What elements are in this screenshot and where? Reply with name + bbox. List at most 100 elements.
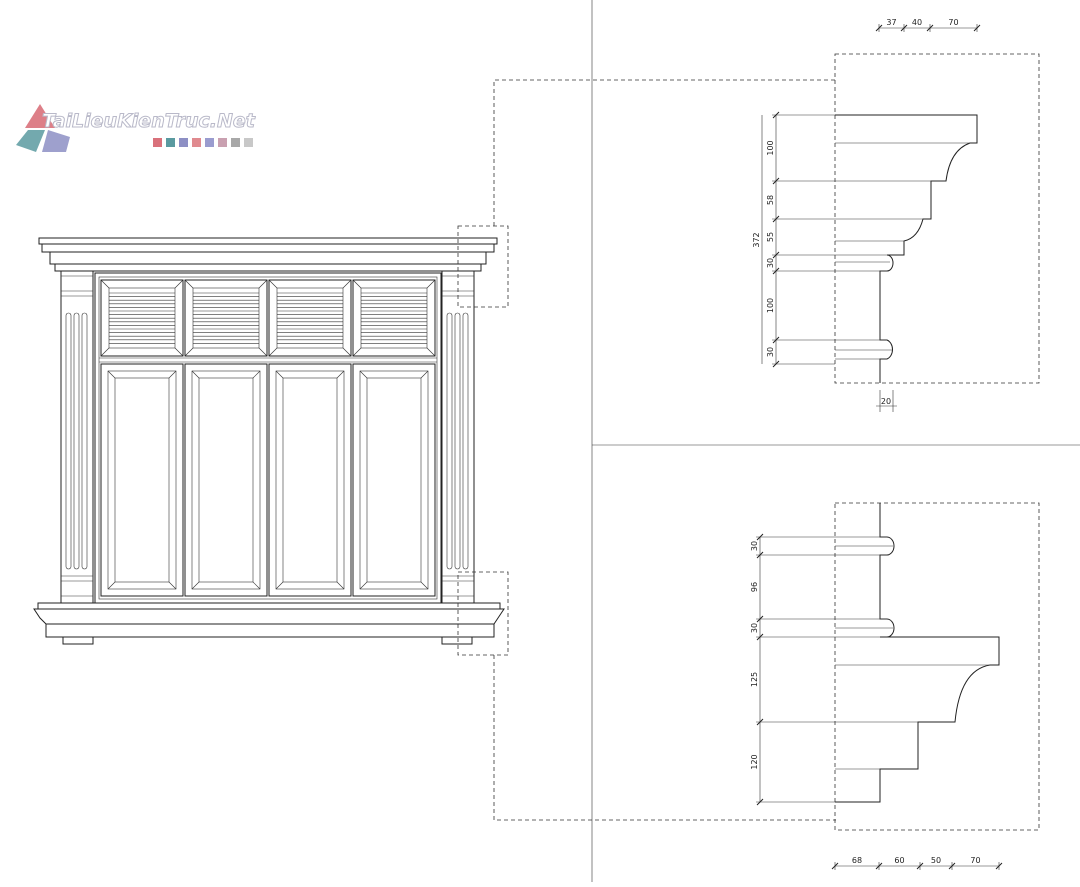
bevel-line [426, 347, 436, 357]
logo-swatch [192, 138, 201, 147]
bevel-line [100, 279, 110, 289]
dimension-label: 70 [948, 18, 958, 27]
dimension-label: 58 [766, 195, 775, 205]
dimension-label: 96 [750, 582, 759, 592]
logo-swatch [153, 138, 162, 147]
door-inset-outer [359, 370, 429, 590]
door-panel [268, 363, 352, 597]
top-dimensions: 37 40 70 [875, 18, 981, 32]
logo-swatch [179, 138, 188, 147]
bevel-line [342, 279, 352, 289]
pilaster-right [441, 270, 475, 604]
logo-swatch [231, 138, 240, 147]
bevel-line [168, 581, 177, 590]
door-inset-inner [366, 377, 422, 583]
dimension-label: 55 [766, 232, 775, 242]
door-inset-outer [191, 370, 261, 590]
bevel-line [268, 279, 278, 289]
door-inset-outer [107, 370, 177, 590]
tick-mark [756, 718, 764, 726]
tick-mark [916, 862, 924, 870]
door-inset-inner [114, 377, 170, 583]
louver-panels [100, 279, 436, 357]
bevel-line [268, 347, 278, 357]
dimension-label: 30 [750, 541, 759, 551]
bevel-line [258, 279, 268, 289]
louver-panel [100, 279, 184, 357]
bevel-line [359, 370, 368, 379]
door-panel [184, 363, 268, 597]
door-inset-inner [282, 377, 338, 583]
tick-mark [756, 615, 764, 623]
bevel-line [107, 581, 116, 590]
bevel-line [100, 347, 110, 357]
bevel-line [420, 581, 429, 590]
tick-mark [756, 551, 764, 559]
bevel-line [174, 279, 184, 289]
logo-shape-icon [42, 130, 70, 152]
logo-swatch [218, 138, 227, 147]
logo-swatch [205, 138, 214, 147]
bevel-line [336, 370, 345, 379]
dimension-label: 70 [970, 856, 980, 865]
tick-mark [756, 798, 764, 806]
bevel-line [252, 370, 261, 379]
dimension-label: 68 [852, 856, 862, 865]
logo-shape-icon [16, 130, 45, 152]
door-inset-inner [198, 377, 254, 583]
bottom-dimension: 20 [876, 390, 897, 412]
dimension-label: 125 [750, 672, 759, 687]
tick-mark [926, 24, 934, 32]
bevel-line [426, 279, 436, 289]
tick-mark [756, 533, 764, 541]
dimension-label: 40 [912, 18, 922, 27]
tick-mark [831, 862, 839, 870]
door-panel [100, 363, 184, 597]
tick-mark [772, 267, 780, 275]
tick-mark [973, 24, 981, 32]
door-panels [100, 363, 436, 597]
tick-mark [900, 24, 908, 32]
dimension-label: 30 [750, 623, 759, 633]
sheet-dividers [591, 0, 1080, 882]
bevel-line [359, 581, 368, 590]
dimension-label: 60 [894, 856, 904, 865]
bevel-line [420, 370, 429, 379]
louver-panel [352, 279, 436, 357]
tick-mark [875, 24, 883, 32]
bevel-line [275, 370, 284, 379]
bevel-line [184, 347, 194, 357]
tick-mark [772, 177, 780, 185]
door-panel [352, 363, 436, 597]
window-elevation [33, 79, 836, 821]
dimension-label: 37 [886, 18, 896, 27]
total-dimension: 372 [752, 115, 763, 364]
tick-mark [948, 862, 956, 870]
bevel-line [191, 370, 200, 379]
bevel-line [191, 581, 200, 590]
tick-mark [756, 633, 764, 641]
tick-mark [772, 336, 780, 344]
tick-mark [995, 862, 1003, 870]
bevel-line [336, 581, 345, 590]
bevel-line [184, 279, 194, 289]
logo-triangle-icon [25, 104, 55, 128]
bevel-line [174, 347, 184, 357]
logo: TaiLieuKienTruc.Net [16, 104, 256, 152]
tick-mark [772, 215, 780, 223]
logo-swatch [244, 138, 253, 147]
logo-swatches [153, 138, 253, 147]
bottom-dimensions: 68 60 50 70 [831, 856, 1003, 870]
louver-panel [184, 279, 268, 357]
door-inset-outer [275, 370, 345, 590]
dimension-label: 30 [766, 258, 775, 268]
bevel-line [252, 581, 261, 590]
dimension-label: 50 [931, 856, 941, 865]
dimension-label: 20 [881, 397, 891, 406]
logo-swatch [166, 138, 175, 147]
